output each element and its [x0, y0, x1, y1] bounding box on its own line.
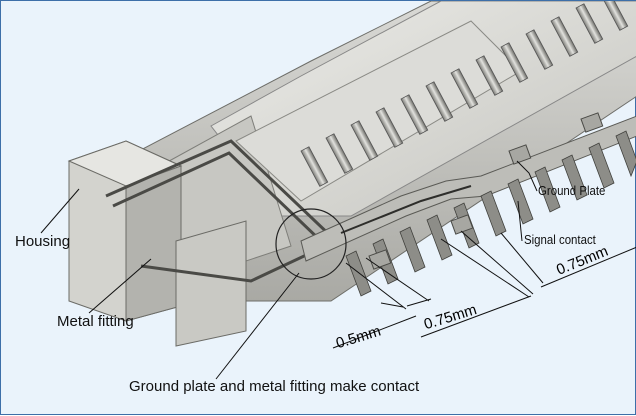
label-signal-contact: Signal contact — [524, 232, 596, 247]
leader-lines — [40, 160, 538, 380]
label-metal-fitting: Metal fitting — [57, 313, 134, 330]
label-ground-plate: Ground Plate — [538, 183, 606, 198]
contact-row-top — [300, 1, 629, 187]
signal-pads — [368, 112, 604, 270]
label-housing: Housing — [15, 233, 71, 250]
contact-highlight-circle — [275, 208, 347, 280]
dimension-lines — [332, 230, 636, 349]
ground-plate — [300, 115, 636, 262]
label-contact-caption: Ground plate and metal fitting make cont… — [129, 378, 420, 395]
